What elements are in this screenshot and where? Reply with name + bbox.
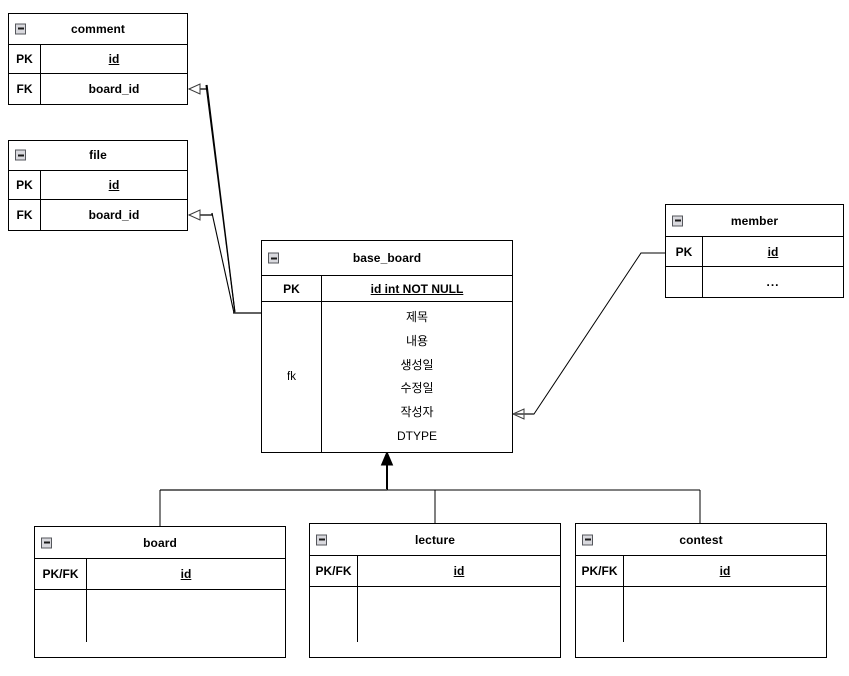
row-key-fk: fk <box>262 302 322 452</box>
entity-member-header: member <box>666 205 843 237</box>
collapse-minus-icon[interactable] <box>582 534 593 545</box>
entity-lecture[interactable]: lecture PK/FK id <box>309 523 561 658</box>
empty-cell <box>358 587 560 657</box>
entity-base-board[interactable]: base_board PK id int NOT NULL fk 제목 내용 생… <box>261 240 513 453</box>
table-row[interactable]: PK id <box>9 170 187 201</box>
attribute-item: 작성자 <box>400 405 434 420</box>
table-row[interactable]: PK/FK id <box>576 556 826 587</box>
entity-member[interactable]: member PK id ... <box>665 204 844 298</box>
row-key: PK <box>9 170 41 200</box>
entity-contest-empty-body <box>576 587 826 657</box>
attribute-item: DTYPE <box>396 429 437 444</box>
edge-comment-to-base-board <box>187 83 262 314</box>
table-row[interactable]: PK/FK id <box>310 556 560 587</box>
entity-board-empty-body <box>35 590 285 657</box>
column-divider <box>310 587 358 642</box>
empty-cell <box>624 587 826 657</box>
row-key <box>666 267 703 297</box>
collapse-minus-icon[interactable] <box>316 534 327 545</box>
attribute-item: 제목 <box>405 309 429 324</box>
table-row[interactable]: PK id int NOT NULL <box>262 276 512 302</box>
row-key: FK <box>9 74 41 104</box>
edge-base-board-to-member <box>511 252 665 420</box>
row-value: board_id <box>88 208 140 223</box>
entity-lecture-header: lecture <box>310 524 560 556</box>
edge-generalization-bus <box>159 450 701 526</box>
column-divider <box>35 590 87 643</box>
entity-contest-title: contest <box>679 532 723 547</box>
entity-file-header: file <box>9 141 187 171</box>
entity-board[interactable]: board PK/FK id <box>34 526 286 658</box>
row-key: PK/FK <box>576 556 624 586</box>
entity-comment-header: comment <box>9 14 187 45</box>
attribute-list: 제목 내용 생성일 수정일 작성자 DTYPE <box>322 302 512 452</box>
attribute-item: 수정일 <box>400 381 434 396</box>
table-row[interactable]: FK board_id <box>9 74 187 104</box>
entity-lecture-empty-body <box>310 587 560 657</box>
row-value: id <box>719 564 731 578</box>
attribute-item: 생성일 <box>400 357 434 372</box>
row-value: id <box>108 51 120 66</box>
row-key: PK <box>9 44 41 74</box>
table-row[interactable]: FK board_id <box>9 200 187 230</box>
row-value: id <box>108 178 120 192</box>
table-row[interactable]: PK id <box>9 44 187 75</box>
edge-file-to-base-board <box>187 209 235 314</box>
row-key: PK <box>262 276 322 301</box>
row-key: FK <box>9 200 41 230</box>
entity-comment-title: comment <box>70 21 126 36</box>
entity-board-header: board <box>35 527 285 559</box>
entity-contest-header: contest <box>576 524 826 556</box>
empty-cell <box>87 590 285 657</box>
entity-lecture-title: lecture <box>414 532 456 547</box>
collapse-minus-icon[interactable] <box>41 537 52 548</box>
row-key: PK/FK <box>35 559 87 589</box>
table-row[interactable]: PK/FK id <box>35 559 285 590</box>
collapse-minus-icon[interactable] <box>15 23 26 35</box>
entity-board-title: board <box>143 535 177 550</box>
column-divider <box>576 587 624 642</box>
row-value: board_id <box>88 82 140 97</box>
entity-base-board-header: base_board <box>262 241 512 276</box>
entity-file-title: file <box>89 148 107 163</box>
row-value: id <box>180 567 192 581</box>
collapse-minus-icon[interactable] <box>15 149 26 161</box>
row-value: id int NOT NULL <box>370 281 464 296</box>
entity-contest[interactable]: contest PK/FK id <box>575 523 827 658</box>
row-key: PK/FK <box>310 556 358 586</box>
table-row[interactable]: PK id <box>666 237 843 267</box>
entity-comment[interactable]: comment PK id FK board_id <box>8 13 188 105</box>
entity-base-board-attributes: fk 제목 내용 생성일 수정일 작성자 DTYPE <box>262 302 512 452</box>
entity-member-title: member <box>730 213 779 228</box>
collapse-minus-icon[interactable] <box>672 215 683 226</box>
row-value: ... <box>766 275 780 289</box>
entity-file[interactable]: file PK id FK board_id <box>8 140 188 231</box>
entity-base-board-title: base_board <box>352 251 422 265</box>
attribute-item: 내용 <box>405 333 429 348</box>
collapse-minus-icon[interactable] <box>268 252 279 264</box>
row-value: id <box>453 564 465 578</box>
table-row[interactable]: ... <box>666 267 843 297</box>
row-key: PK <box>666 237 703 266</box>
row-value: id <box>767 244 779 259</box>
